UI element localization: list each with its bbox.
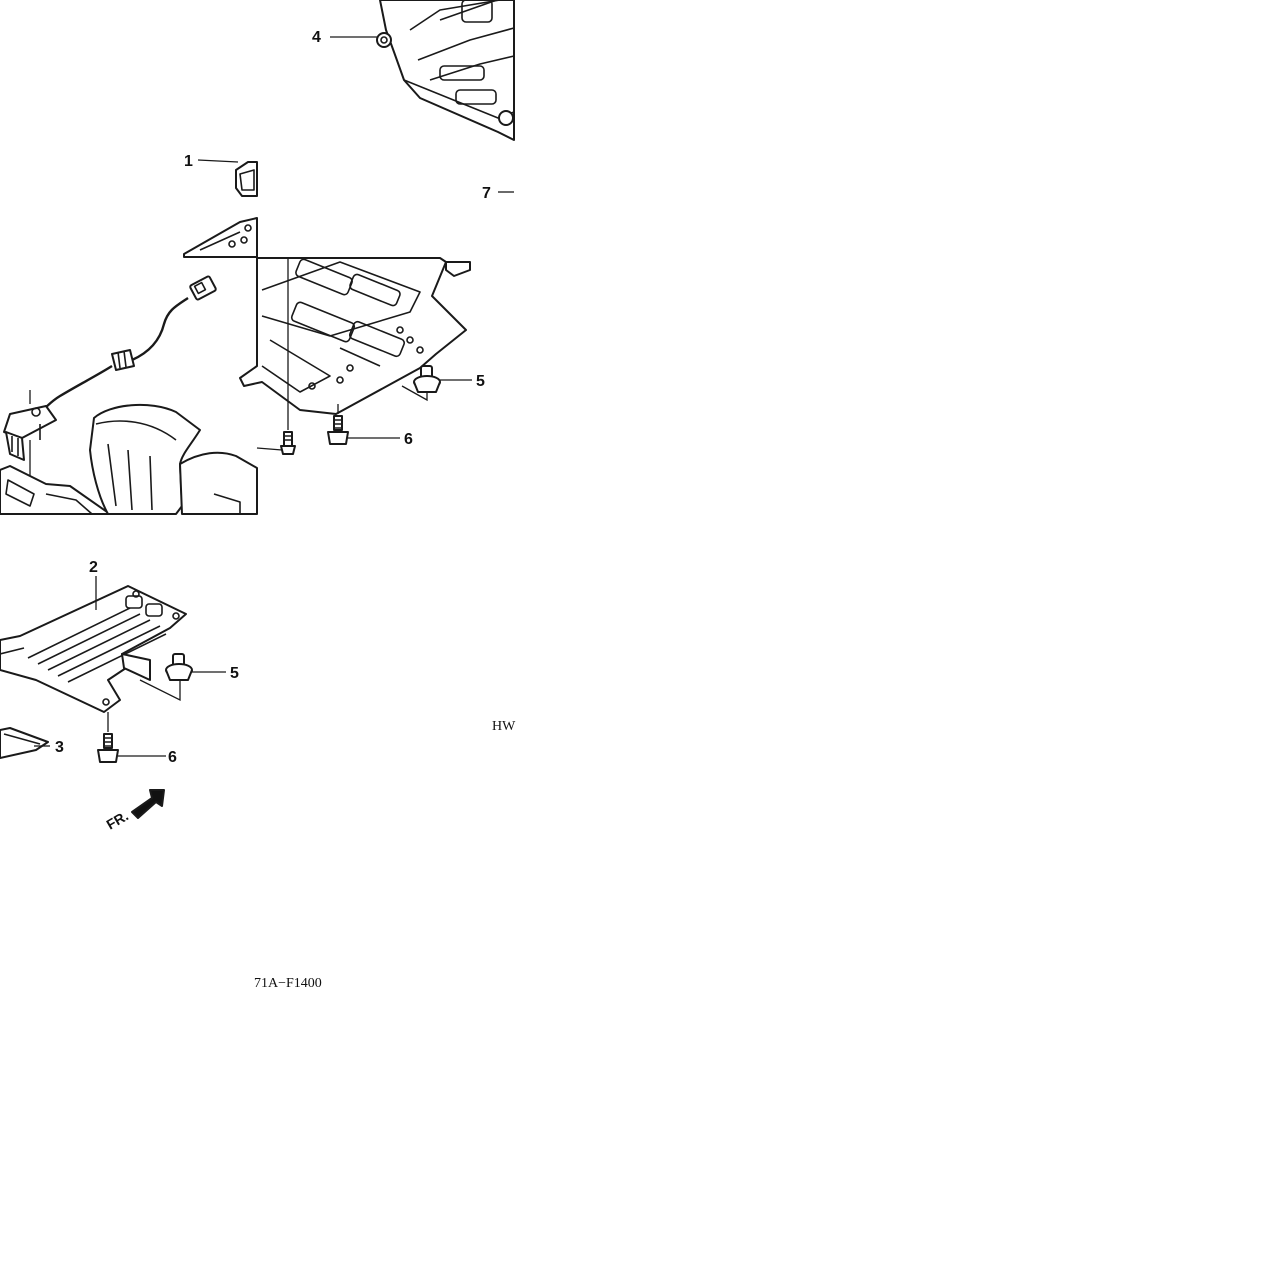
- air-shroud: [89, 403, 258, 515]
- diagram-code-left: HW: [492, 719, 516, 734]
- bracket-part-1: [235, 161, 258, 197]
- bolt-part-6-lower: [97, 712, 119, 763]
- diagram-code-right: 71A−F1400: [254, 976, 322, 991]
- tray-main-center: [239, 257, 471, 415]
- wire-harness: [39, 275, 217, 413]
- callout-5-lower: 5: [230, 665, 239, 682]
- front-direction-label: FR.: [104, 807, 132, 832]
- callout-2: 2: [89, 559, 98, 576]
- callout-1: 1: [184, 153, 193, 170]
- callout-6-upper: 6: [404, 431, 413, 448]
- grommet-part-5-lower: [139, 653, 193, 702]
- callout-4: 4: [312, 29, 321, 46]
- bolt-part-6-upper: [327, 404, 349, 445]
- stay-part-3: [0, 727, 49, 759]
- callout-7: 7: [482, 185, 491, 202]
- callout-3: 3: [55, 739, 64, 756]
- tray-edge-upper-left: [183, 217, 258, 258]
- cover-plate-part-2: [0, 585, 187, 713]
- sensor-bracket: [3, 390, 57, 514]
- lower-tray-left: [0, 465, 111, 515]
- grommet-part-5-upper: [401, 365, 441, 402]
- front-direction-arrow: FR.: [104, 789, 165, 833]
- leader-1: [197, 159, 239, 163]
- screw-center-left: [280, 258, 296, 455]
- callout-6-lower: 6: [168, 749, 177, 766]
- callout-5-upper: 5: [476, 373, 485, 390]
- frame-upper-assembly: [376, 0, 515, 141]
- leader-screw: [256, 447, 283, 451]
